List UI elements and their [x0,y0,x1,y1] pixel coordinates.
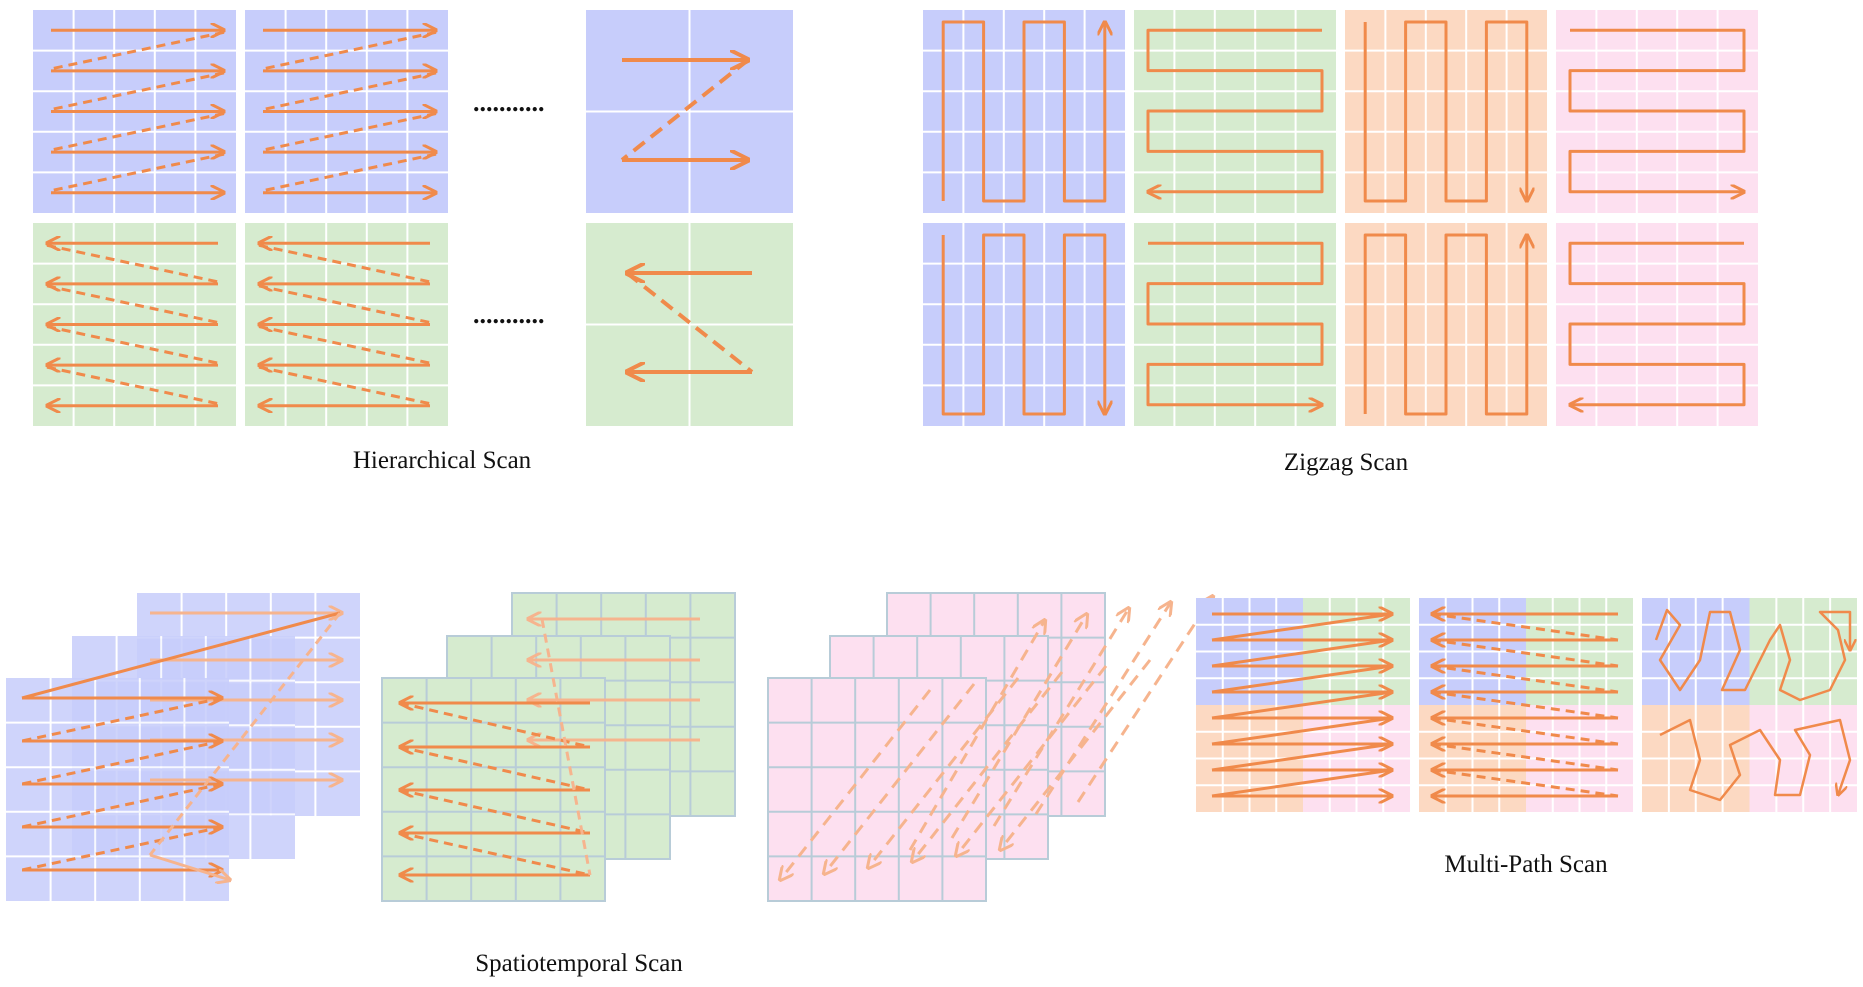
grid-tile [586,10,793,213]
scan-diagonal-dashed [780,689,932,880]
grid-tile [1526,705,1633,812]
scan-diagonal-dashed [956,665,1108,856]
hierarchical-coarse-tile [586,10,793,213]
scan-return-dashed [21,696,223,743]
grid-tile [1642,598,1750,705]
zigzag-column-path [1363,233,1527,416]
scan-return-dashed [21,825,223,872]
multipath-scan-panel [1196,598,1857,812]
scan-return-dashed [540,618,592,876]
hierarchical-tile [245,10,448,213]
hierarchical-tile [33,10,236,213]
grid-tile [1749,705,1857,812]
zigzag-row-path [1568,28,1746,192]
zigzag-tile [1134,10,1336,213]
scan-return [1211,638,1393,668]
multipath-space-filling-path [1659,718,1852,802]
multipath-tile [1419,598,1633,812]
scan-return-dashed [148,612,342,856]
zigzag-column-path [1363,20,1527,203]
hierarchical-coarse-tile [586,223,793,426]
zigzag-tile [1345,223,1547,426]
spatiotemporal-volume-blue [6,593,360,901]
grid-cell-background [768,678,986,901]
grid-tile [767,677,987,902]
scan-return [1211,664,1393,694]
ellipsis-dots: ........... [473,300,545,329]
spatiotemporal-scan-panel [6,592,1213,902]
zigzag-scan-caption: Zigzag Scan [1283,449,1409,476]
scan-return-dashed [21,739,223,786]
scan-return-dashed [399,831,591,877]
grid-tile [1749,598,1857,705]
scan-return-dashed [1431,638,1619,668]
grid-tile [586,223,793,426]
scan-return-dashed [620,58,750,162]
scan-diagonal-dashed [992,608,1129,827]
hierarchical-tile [245,223,448,426]
scan-return-dashed [1431,716,1619,746]
zigzag-column-path [941,233,1105,416]
scan-return-dashed [399,788,591,835]
zigzag-tile [1556,10,1758,213]
zigzag-tile [923,10,1125,213]
ellipsis-dots: ........... [473,88,545,117]
scan-diagonal-dashed [824,683,976,874]
scan-return-dashed [399,745,591,792]
multipath-space-filling-path [1654,608,1850,702]
multipath-tile [1642,598,1857,812]
scan-return [1211,742,1393,772]
scan-diagonal-dashed [908,620,1045,851]
scan-diagonal-dashed [1034,602,1171,815]
scan-return-dashed [625,271,754,374]
scan-return-dashed [1431,690,1619,720]
scan-return [1211,768,1393,798]
scan-return [1211,612,1393,642]
scan-diagonal-dashed [950,614,1087,839]
scan-return [1211,690,1393,720]
zigzag-row-path [1568,241,1746,405]
multipath-scan-caption: Multi-Path Scan [1444,851,1608,878]
zigzag-tile [1556,223,1758,426]
zigzag-row-path [1146,241,1324,405]
hierarchical-scan-caption: Hierarchical Scan [352,447,532,474]
scan-diagonal [21,611,341,700]
scan-diagonal-dashed [912,671,1064,862]
spatiotemporal-volume-pink [767,593,1213,902]
scan-return-dashed [1431,768,1619,798]
scan-return-dashed [1431,742,1619,772]
zigzag-tile [923,223,1125,426]
grid-border [767,677,987,902]
grid-tile [1196,598,1303,705]
zigzag-scan-panel [923,10,1758,426]
scan-diagonal-dashed [1076,596,1213,803]
multipath-tile [1196,598,1410,812]
hierarchical-tile [33,223,236,426]
zigzag-tile [1134,223,1336,426]
scan-return-dashed [399,701,591,749]
zigzag-tile [1345,10,1547,213]
spatiotemporal-scan-caption: Spatiotemporal Scan [475,950,683,977]
scan-return-dashed [1431,664,1619,694]
grid-border [381,677,606,902]
grid-tile [1642,705,1750,812]
grid-tile [1526,598,1633,705]
grid-tile [1196,705,1303,812]
hierarchical-scan-panel [33,10,793,426]
zigzag-row-path [1146,28,1324,192]
scan-return-dashed [1431,612,1619,642]
scan-return-dashed [21,782,223,829]
scan-arrow [149,853,230,880]
scan-return [1211,716,1393,746]
zigzag-column-path [941,20,1105,203]
spatiotemporal-volume-green [381,592,736,902]
